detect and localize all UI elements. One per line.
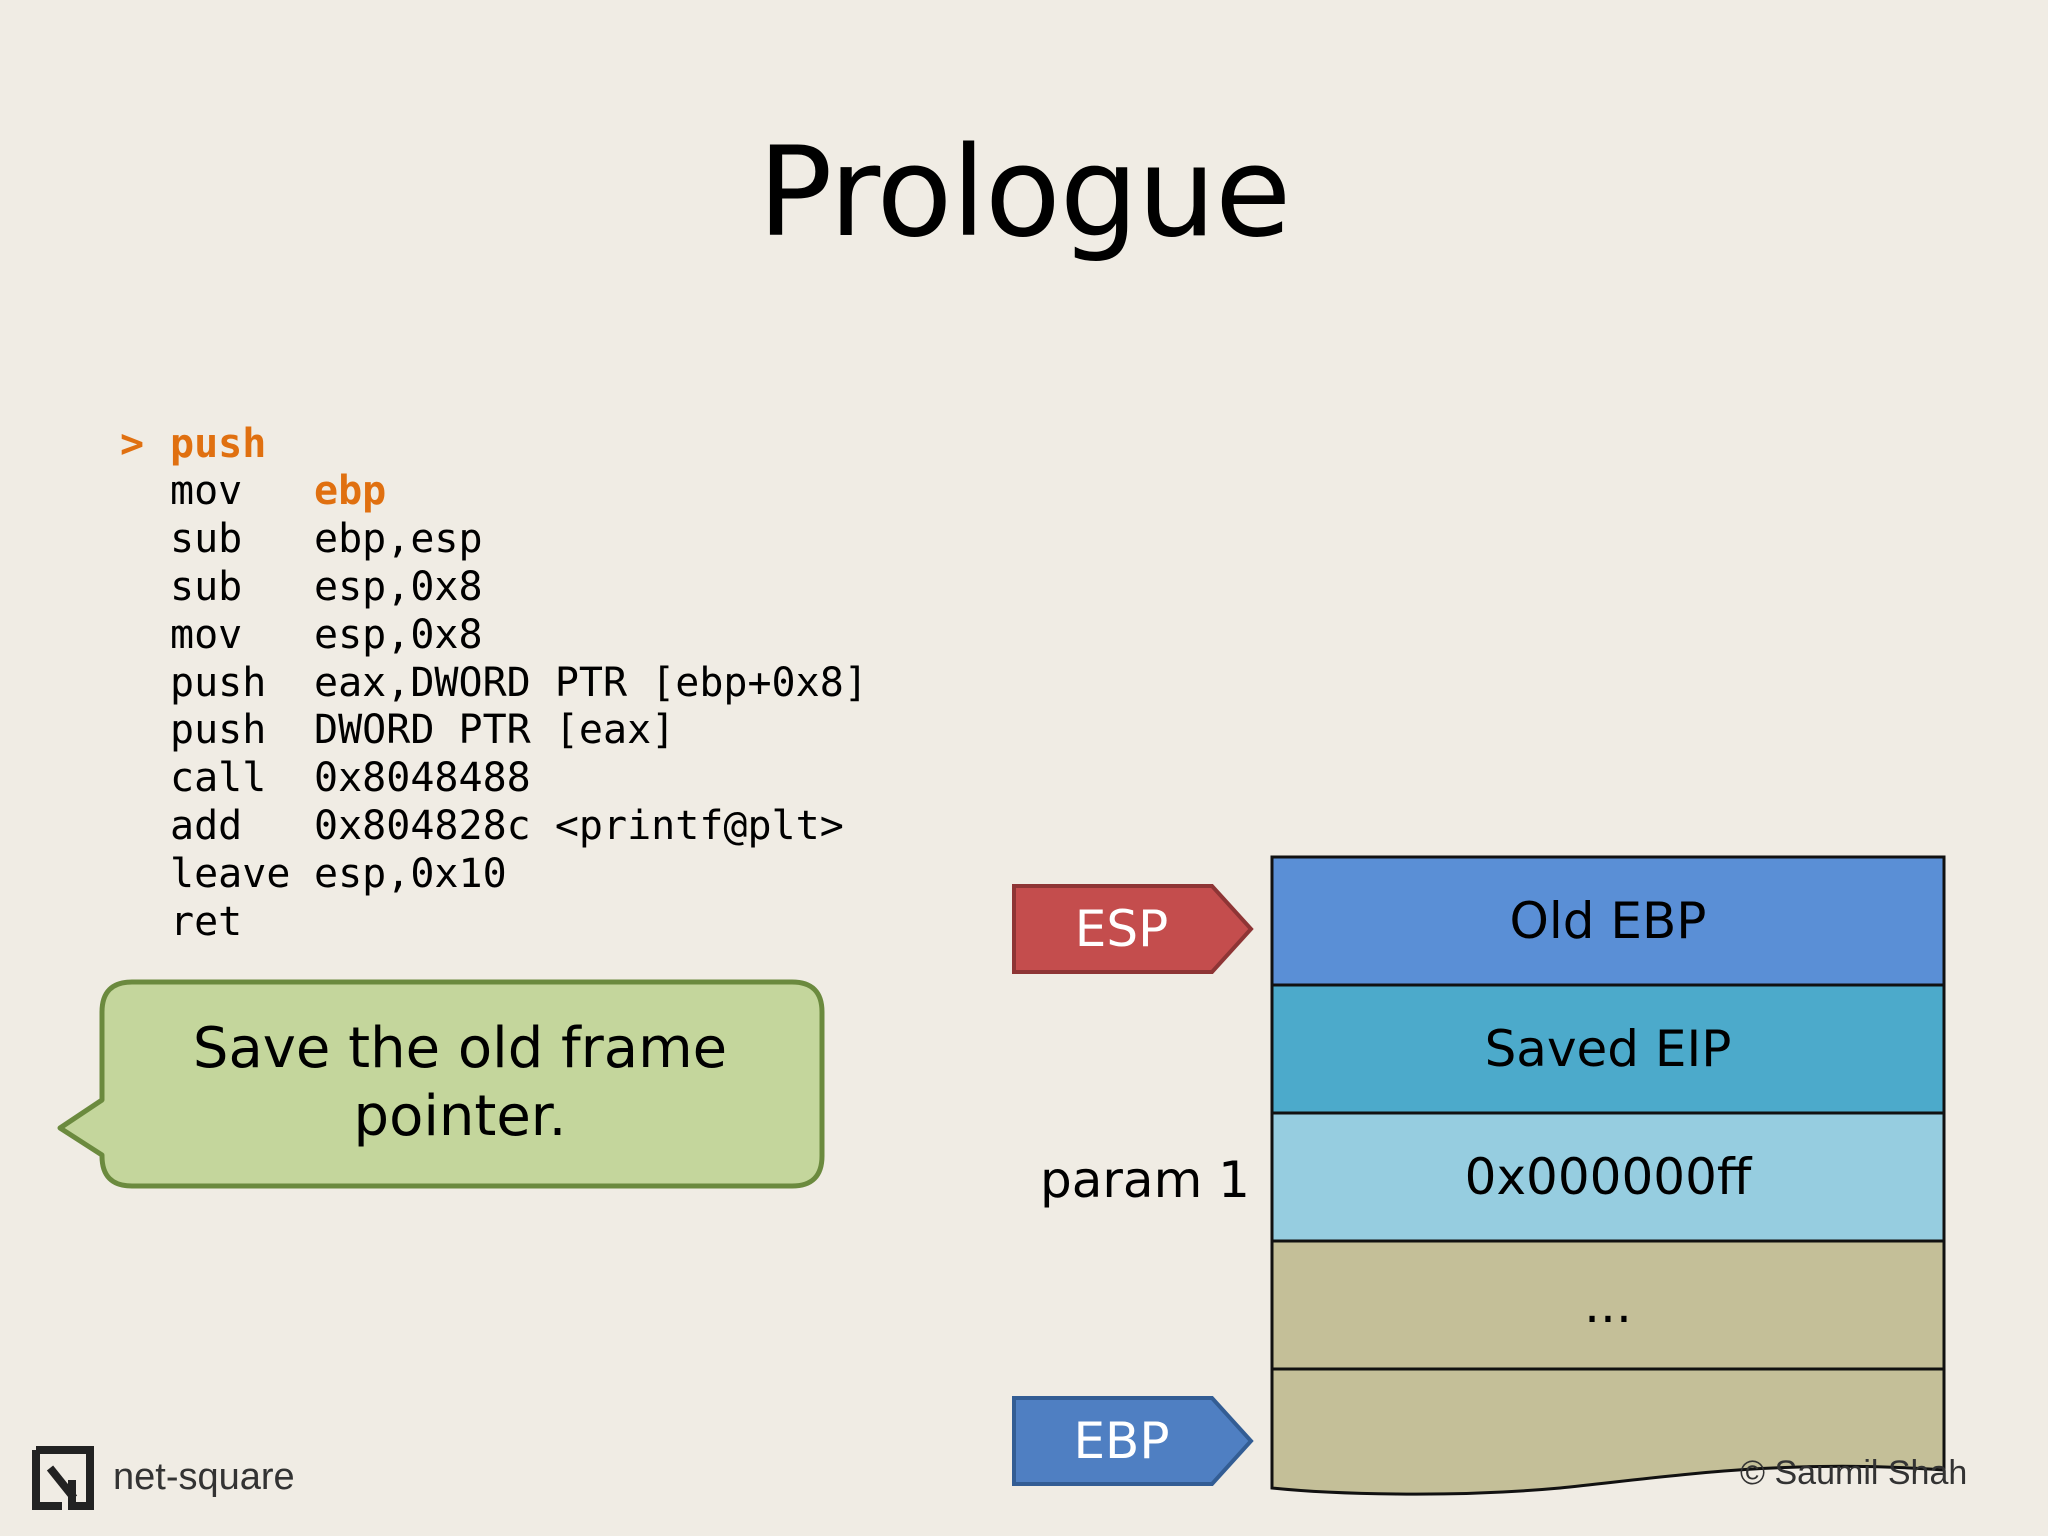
code-operands: eax,DWORD PTR [ebp+0x8] (314, 659, 868, 706)
esp-label: ESP (1074, 900, 1169, 958)
code-opcode: mov (170, 468, 243, 515)
code-opcode: call (170, 755, 267, 802)
code-line: sub esp,0x8 (120, 468, 483, 658)
code-line: push 0x8048488 (120, 612, 531, 801)
stack-label-old-ebp: Old EBP (1509, 892, 1707, 950)
code-opcode: ret (170, 898, 243, 945)
ebp-pointer-arrow (1012, 1396, 1254, 1486)
code-operands: ebp,esp (314, 516, 483, 563)
code-line: leave (120, 755, 290, 897)
callout-text: Save the old frame pointer. (104, 1015, 816, 1151)
callout-line-1: Save the old frame (192, 1016, 728, 1081)
code-opcode: sub (170, 563, 243, 610)
code-operands: 0x8048488 (314, 755, 531, 802)
stack-cell-filler (1270, 1239, 1946, 1371)
code-line: sub esp,0x8 (120, 421, 483, 610)
code-line: ret (120, 803, 265, 945)
code-operands: DWORD PTR [eax] (314, 707, 676, 754)
stack-label-ellipsis: ... (1584, 1276, 1632, 1334)
footer-credit: © Saumil Shah (1740, 1454, 1968, 1492)
stack-cell-bottom (1270, 1367, 1946, 1496)
code-operands: esp,0x8 (314, 611, 483, 658)
code-opcode: mov (170, 611, 243, 658)
stack-cell-old-ebp (1270, 855, 1946, 987)
callout-bubble (57, 979, 825, 1189)
code-line: add esp,0x10 (120, 707, 507, 897)
code-opcode: sub (170, 516, 243, 563)
stack-cell-saved-eip (1270, 983, 1946, 1115)
code-line: push DWORD PTR [eax] (120, 564, 675, 754)
callout-line-2: pointer. (353, 1084, 567, 1149)
slide-title: Prologue (757, 121, 1292, 265)
code-opcode: leave (170, 850, 291, 897)
assembly-listing: push ebp > mov ebp,esp sub esp,0x8 sub e… (120, 325, 868, 945)
stack-cell-param (1270, 1111, 1946, 1243)
code-line: mov eax,DWORD PTR [ebp+0x8] (120, 516, 868, 706)
stack-label-saved-eip: Saved EIP (1484, 1020, 1732, 1078)
code-operands: esp,0x8 (314, 563, 483, 610)
code-operands: ebp (314, 468, 387, 515)
code-opcode: push (170, 420, 267, 467)
footer-brand: net-square (113, 1456, 295, 1498)
code-operands: 0x804828c <printf@plt> (314, 802, 844, 849)
current-instruction-marker: > (120, 420, 145, 467)
code-line: call 0x804828c <printf@plt> (120, 660, 844, 849)
stack-label-param-value: 0x000000ff (1464, 1148, 1752, 1206)
param-label: param 1 (1040, 1151, 1250, 1209)
code-line: > mov ebp,esp (120, 373, 483, 563)
code-opcode: add (170, 802, 243, 849)
code-opcode: push (170, 659, 267, 706)
code-line: push ebp (120, 325, 386, 515)
code-opcode: push (170, 707, 267, 754)
code-operands: esp,0x10 (314, 850, 507, 897)
esp-pointer-arrow (1012, 884, 1254, 974)
net-square-logo-icon (32, 1446, 94, 1510)
ebp-label: EBP (1073, 1412, 1170, 1470)
